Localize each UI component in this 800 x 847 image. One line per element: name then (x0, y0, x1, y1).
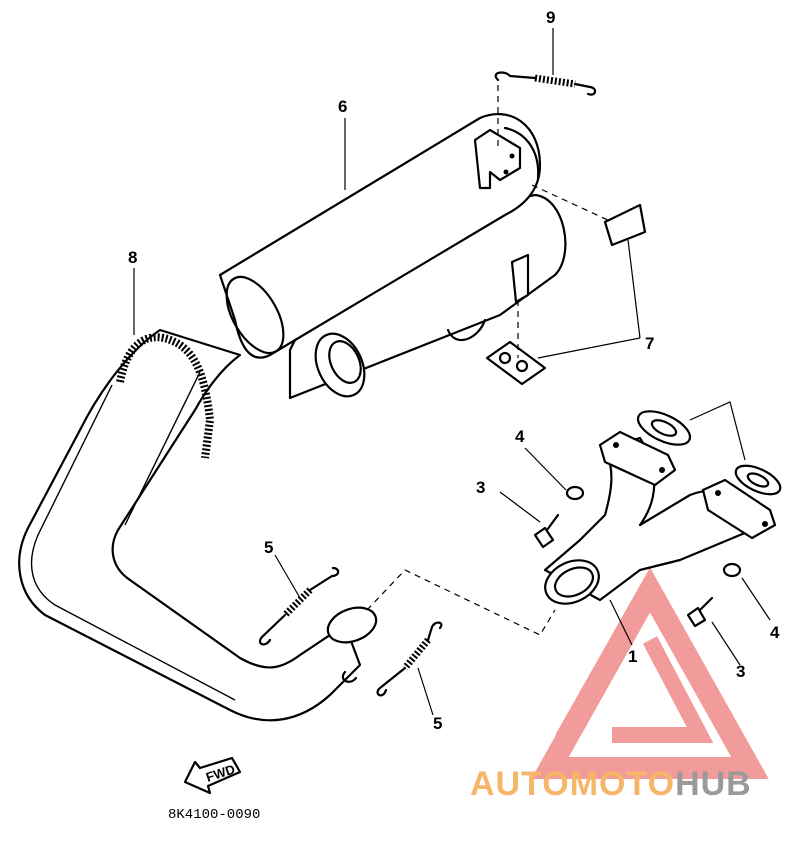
callout-4-left: 4 (515, 427, 525, 446)
bolt-right (686, 596, 714, 628)
callout-5-lower: 5 (433, 714, 442, 733)
muffler (218, 113, 647, 400)
fwd-arrow: FWD (183, 756, 242, 795)
bolt-left (533, 513, 560, 549)
exhaust-pipe (18, 328, 378, 722)
leader-lines (133, 28, 771, 716)
callout-4-right: 4 (770, 623, 780, 642)
callout-9: 9 (546, 8, 555, 27)
callout-3-left: 3 (476, 478, 485, 497)
watermark-logo (531, 567, 769, 779)
callout-3-right: 3 (736, 662, 745, 681)
callout-6: 6 (338, 97, 347, 116)
watermark-text: AUTOMOTOHUB (470, 765, 752, 803)
spring-wrap (116, 333, 215, 459)
gasket-right (734, 464, 782, 496)
watermark-part2: HUB (675, 765, 752, 803)
nut-left (565, 485, 585, 501)
spring-9 (494, 71, 597, 96)
callout-1: 1 (628, 647, 637, 666)
watermark-part1: AUTOMOTO (470, 765, 675, 803)
nut-right (722, 562, 742, 578)
y-pipe (543, 430, 777, 605)
gasket-left (636, 410, 692, 446)
spring-5-lower (341, 621, 443, 697)
part-number: 8K4100-0090 (168, 807, 260, 823)
callout-7: 7 (645, 334, 654, 353)
spring-5-upper (258, 566, 340, 646)
callout-5-upper: 5 (264, 538, 273, 557)
callout-labels: 1 3 3 4 4 5 5 6 7 8 9 (128, 8, 780, 733)
callout-8: 8 (128, 248, 137, 267)
